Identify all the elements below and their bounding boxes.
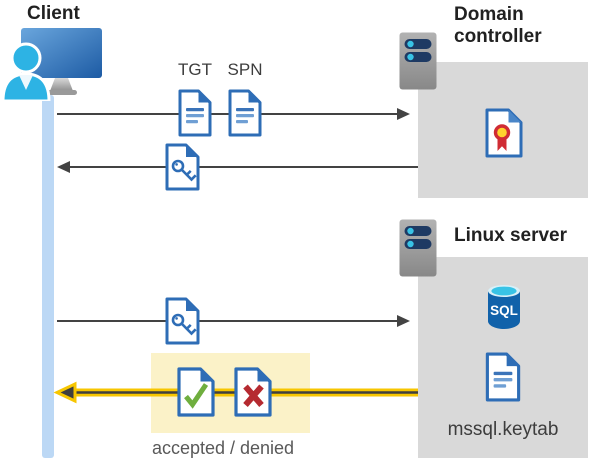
service-request-arrow xyxy=(57,320,399,322)
keytab-filename: mssql.keytab xyxy=(447,419,559,440)
linux-server-icon xyxy=(399,219,437,277)
result-label: accepted / denied xyxy=(151,438,295,458)
ticket-reply-arrowhead xyxy=(57,161,70,173)
accepted-check-file-icon xyxy=(177,367,215,417)
tgt-spn-request-arrow xyxy=(57,113,399,115)
domain-controller-server-icon xyxy=(399,32,437,90)
tgt-spn-request-arrowhead xyxy=(397,108,410,120)
linux-server-title: Linux server xyxy=(454,225,567,246)
service-request-arrowhead xyxy=(397,315,410,327)
client-title: Client xyxy=(27,3,80,24)
tgt-document-icon xyxy=(178,89,212,137)
key-file-icon xyxy=(165,143,200,191)
spn-label: SPN xyxy=(227,60,263,79)
domain-controller-title: Domain controller xyxy=(454,4,542,48)
client-computer-icon xyxy=(0,27,106,101)
ticket-reply-arrow xyxy=(68,166,418,168)
denied-x-file-icon xyxy=(234,367,272,417)
spn-document-icon xyxy=(228,89,262,137)
keytab-file-icon xyxy=(484,352,522,402)
key-file-icon xyxy=(165,297,200,345)
tgt-label: TGT xyxy=(178,60,212,79)
client-lifeline xyxy=(42,95,54,458)
sql-text: SQL xyxy=(490,303,518,318)
sql-database-icon: SQL xyxy=(486,283,522,330)
certificate-file-icon xyxy=(485,108,523,158)
